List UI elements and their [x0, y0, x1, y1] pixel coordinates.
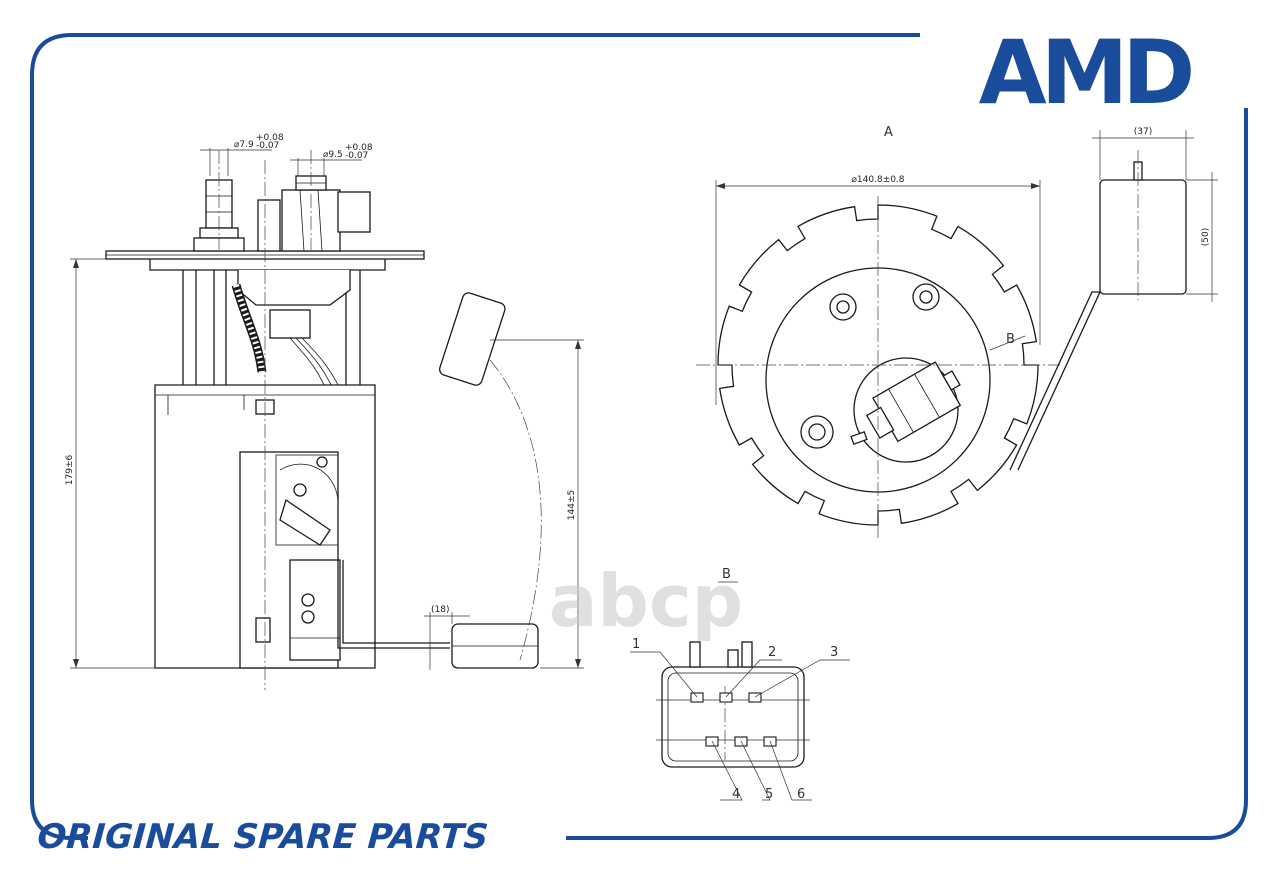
footer-text: ORIGINAL SPARE PARTS — [36, 817, 490, 857]
section-a-label: A — [884, 125, 893, 140]
connector-pin-3 — [748, 692, 762, 703]
view-b-label: B — [722, 567, 731, 582]
watermark-text: abcp — [549, 559, 743, 643]
sender-width-label: (37) — [1134, 127, 1152, 137]
connector-pin-1 — [690, 692, 704, 703]
pin-label-4: 4 — [732, 787, 740, 802]
pin-label-3: 3 — [830, 645, 838, 660]
view-b-marker: B — [1006, 332, 1015, 347]
sender-height-label: (50) — [1201, 228, 1211, 246]
flange-top-view: A B — [696, 125, 1218, 538]
pump-side-view — [105, 150, 542, 690]
inlet-diameter-tol-lower: -0.07 — [256, 141, 279, 151]
return-diameter-tol-upper: +0.08 — [345, 143, 373, 153]
inlet-diameter-tol-upper: +0.08 — [256, 133, 284, 143]
brand-logo-text: AMD — [979, 21, 1192, 124]
inlet-diameter-label: ⌀7.9 — [234, 140, 254, 150]
return-diameter-label: ⌀9.5 — [323, 150, 343, 160]
connector-pin-2 — [719, 692, 733, 703]
brand-logo: AMD — [979, 21, 1198, 124]
return-diameter-tol-lower: -0.07 — [345, 151, 368, 161]
float-offset-label: (18) — [431, 605, 449, 615]
float-height-label: 144±5 — [567, 490, 577, 520]
overall-height-label: 179±6 — [65, 455, 75, 486]
page-frame — [30, 33, 1248, 840]
pin-label-2: 2 — [768, 645, 776, 660]
pump-dimensions: ⌀7.9 +0.08 -0.07 ⌀9.5 +0.08 -0.07 179±6 … — [65, 133, 584, 670]
pin-label-1: 1 — [632, 637, 640, 652]
connector-view-b: B 1 2 3 4 5 6 — [630, 567, 850, 802]
flange-diameter-label: ⌀140.8±0.8 — [851, 175, 904, 185]
pin-label-6: 6 — [797, 787, 805, 802]
pin-label-5: 5 — [765, 787, 773, 802]
